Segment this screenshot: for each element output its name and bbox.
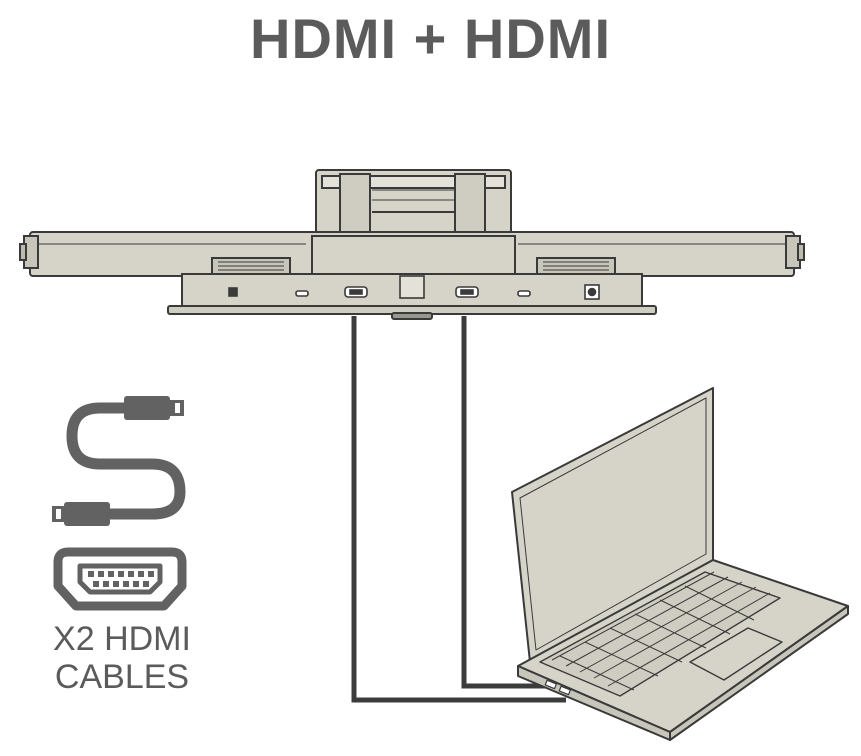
hdmi-cables — [351, 316, 566, 703]
hdmi-cable-icon — [52, 396, 186, 526]
laptop — [511, 387, 849, 741]
page-title: HDMI + HDMI — [250, 7, 611, 70]
cable-caption-line2: CABLES — [54, 658, 190, 696]
port-row — [228, 275, 600, 300]
hdmi-cable-2 — [461, 316, 552, 689]
vent-grille — [218, 261, 609, 271]
hdmi-port-icon — [53, 547, 187, 611]
laptop-keyboard — [551, 571, 771, 691]
hdmi-cable-1 — [351, 316, 566, 703]
cable-caption-line1: X2 HDMI — [53, 620, 191, 658]
